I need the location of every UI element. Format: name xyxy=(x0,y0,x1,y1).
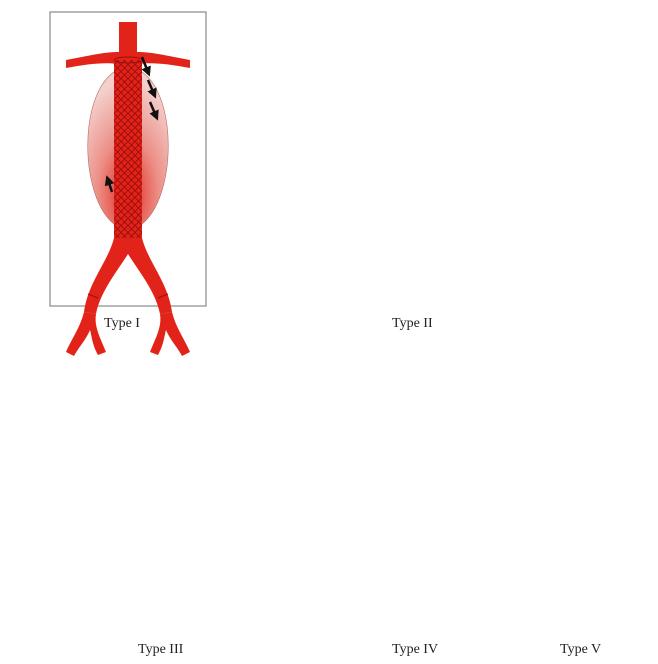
caption-type2: Type II xyxy=(392,316,433,332)
caption-type4: Type IV xyxy=(392,642,438,658)
caption-type3: Type III xyxy=(138,642,183,658)
caption-type5: Type V xyxy=(560,642,601,658)
caption-type1: Type I xyxy=(104,316,140,332)
